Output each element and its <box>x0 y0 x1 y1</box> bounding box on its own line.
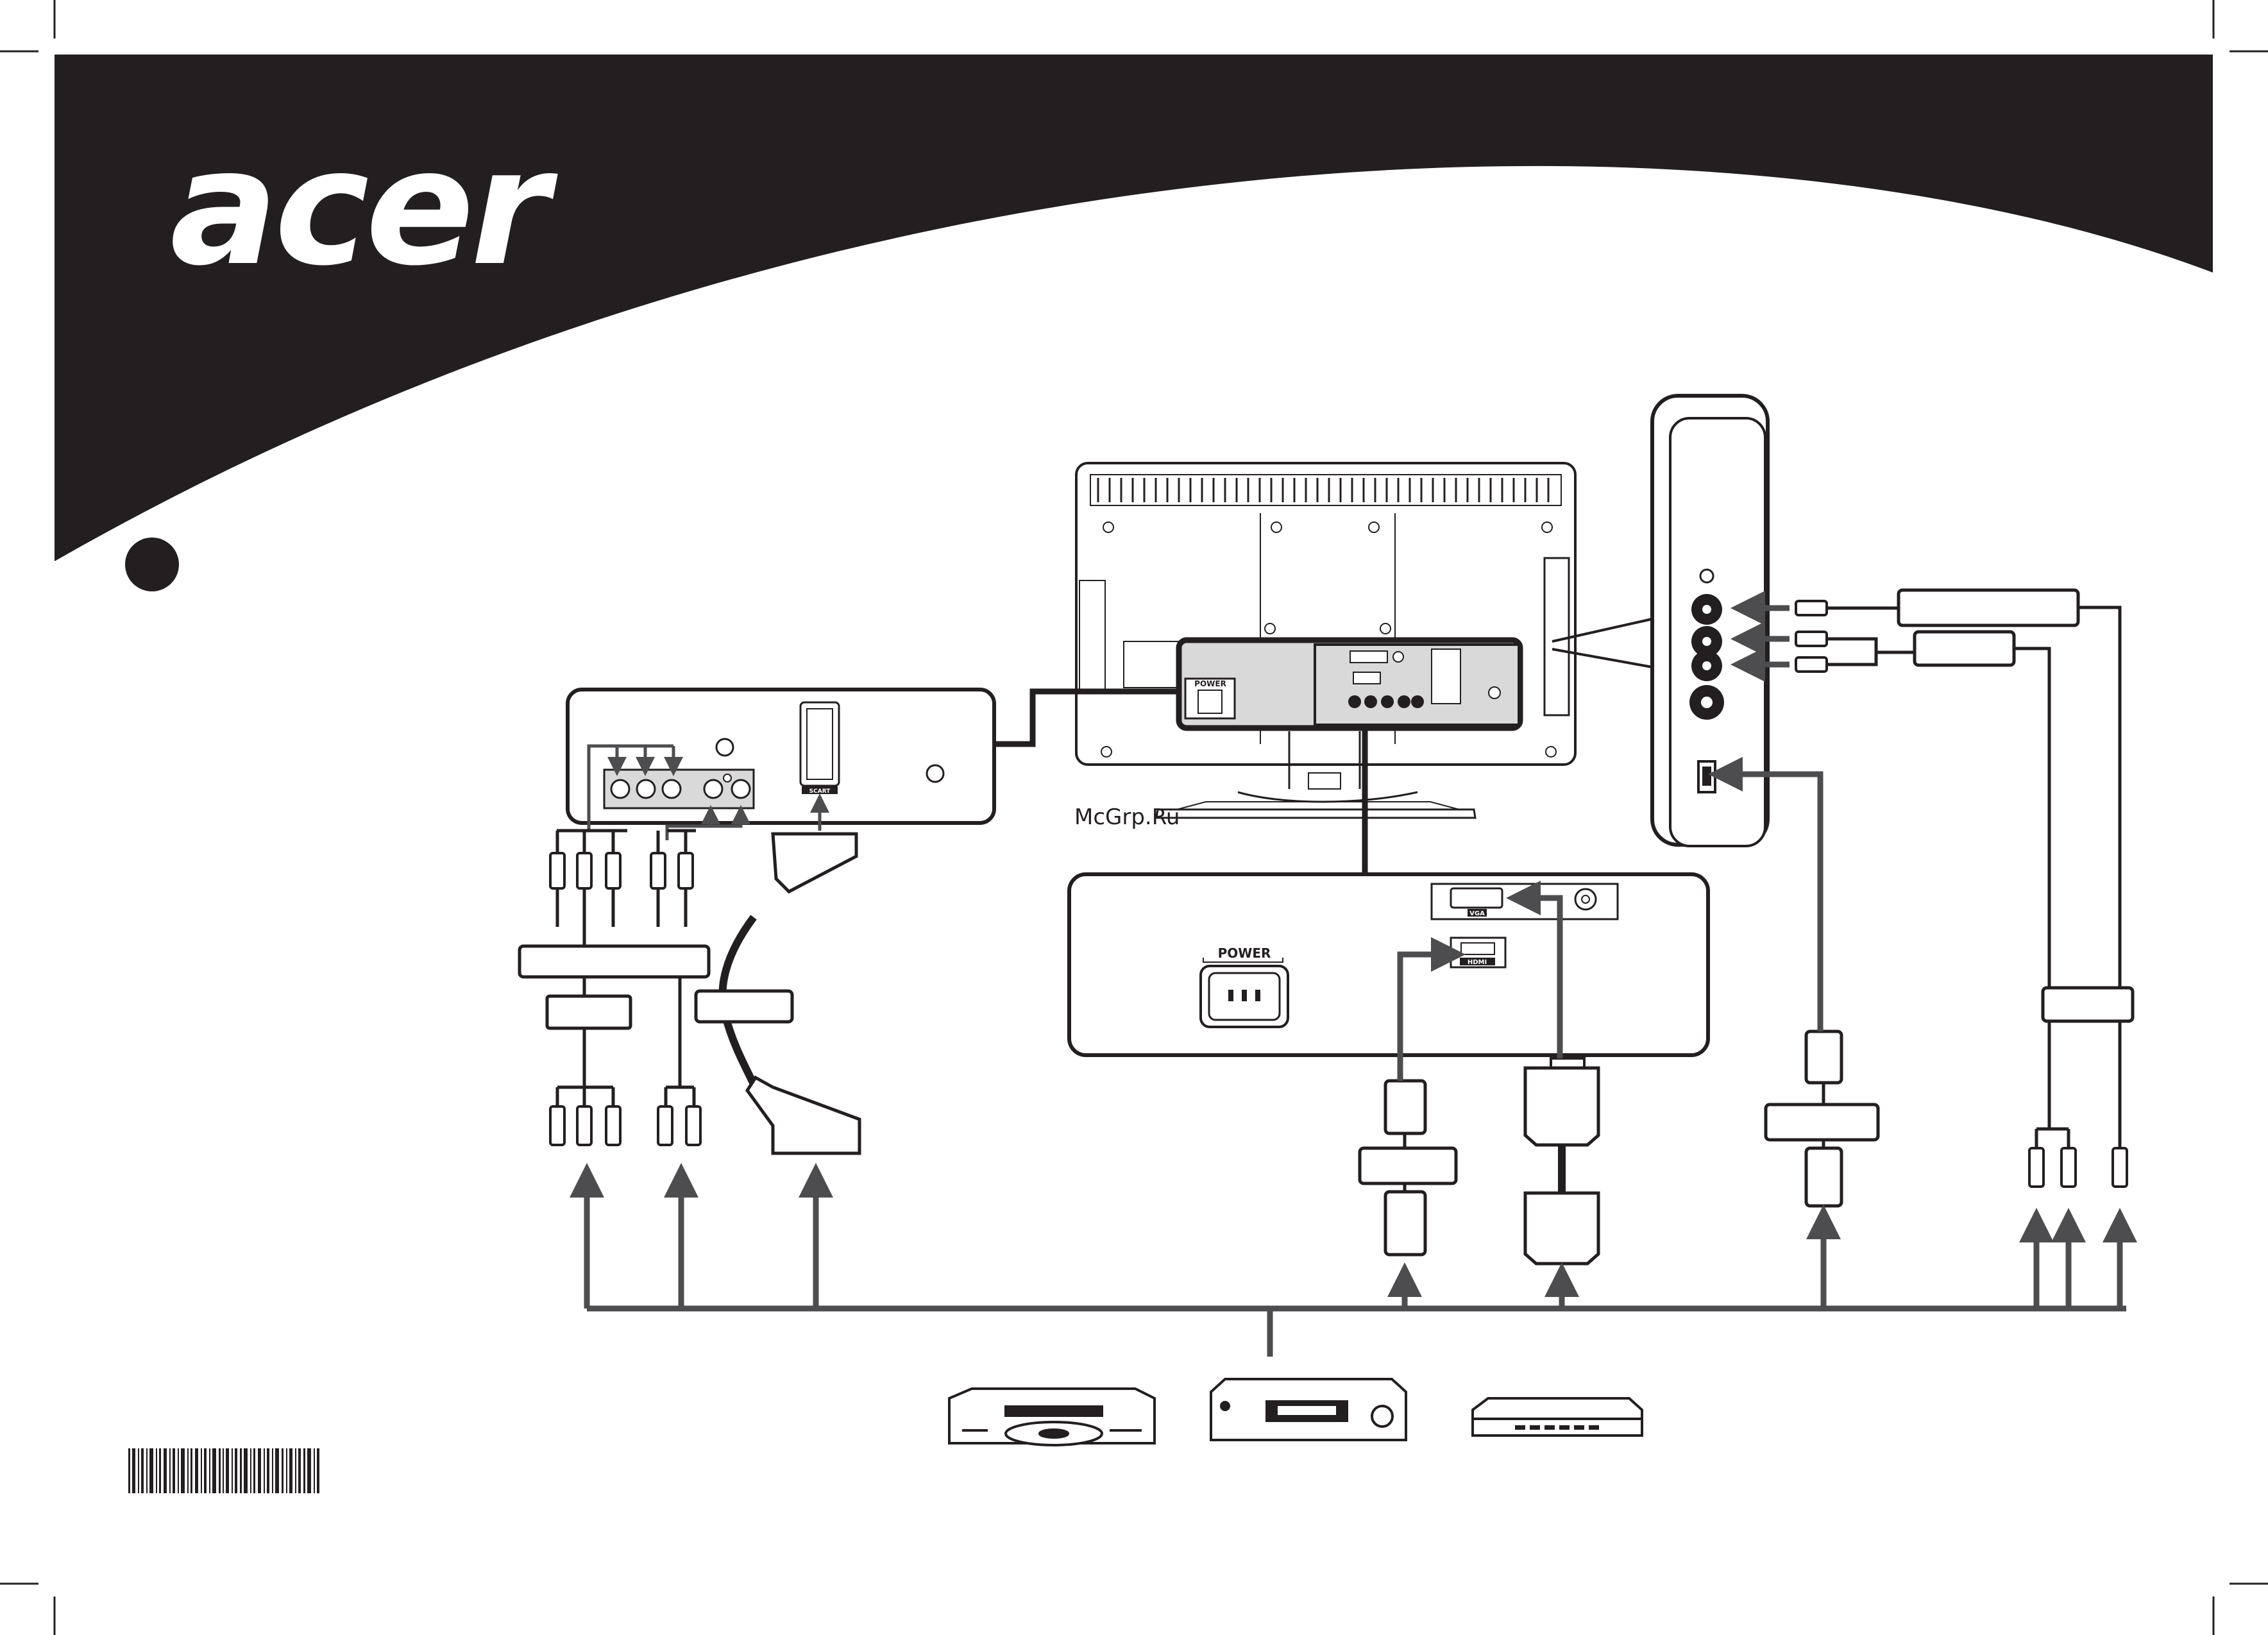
power-label: POWER <box>1218 945 1271 961</box>
vga-label: VGA <box>1469 910 1485 917</box>
left-cables <box>520 831 859 1153</box>
side-av-panel <box>1652 396 1768 846</box>
acer-logo: acer <box>170 114 558 301</box>
set-top-box-icon <box>1473 1398 1642 1436</box>
vcr-icon <box>1211 1379 1406 1440</box>
watermark: McGrp.Ru <box>1074 804 1180 830</box>
middle-input-panel: VGA HDMI POWER <box>1069 728 1708 1055</box>
tv-connector-area: POWER <box>1179 640 1520 728</box>
scart-label: SCART <box>809 788 831 795</box>
step-bullet <box>125 538 179 591</box>
left-input-panel: SCART <box>568 690 994 823</box>
power-label-tv: POWER <box>1194 679 1226 688</box>
dvd-player-icon <box>949 1389 1155 1445</box>
hdmi-label: HDMI <box>1468 959 1487 966</box>
barcode <box>128 1448 319 1493</box>
